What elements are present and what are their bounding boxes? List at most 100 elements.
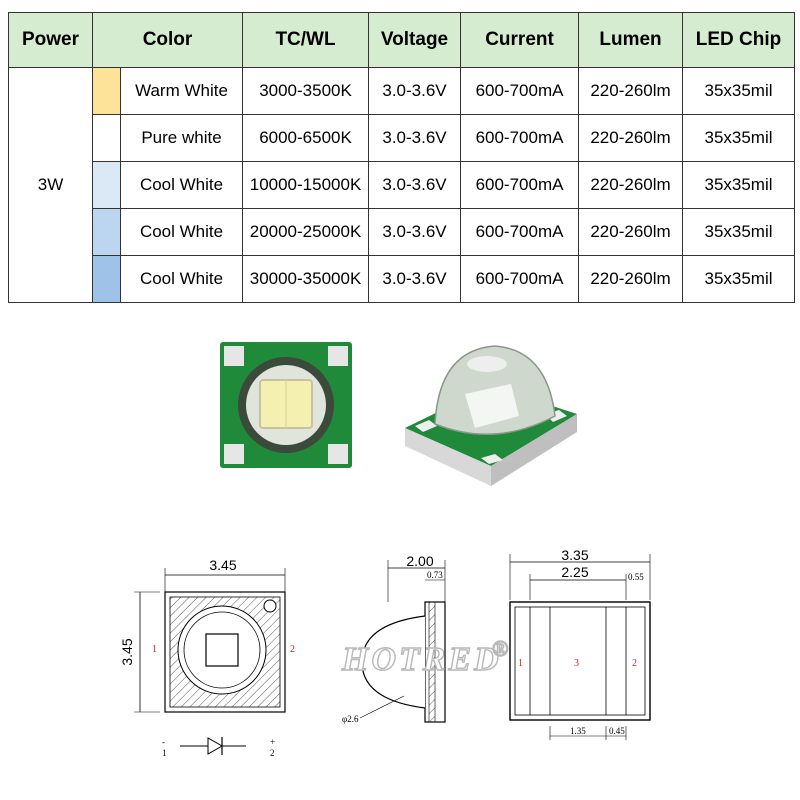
chip-outline bbox=[205, 633, 239, 667]
top-pin-2: 2 bbox=[290, 644, 295, 655]
side-hatch bbox=[428, 601, 436, 723]
led-chip-angled bbox=[465, 384, 519, 428]
corner-pad bbox=[328, 346, 348, 366]
swatch-fill bbox=[93, 162, 120, 208]
current-cell: 600-700mA bbox=[460, 255, 580, 303]
top-view-drawing: 3.45 3.45 1 2 bbox=[119, 557, 295, 713]
corner-pad bbox=[415, 420, 437, 432]
bottom-pad-label: 1.35 bbox=[570, 726, 586, 736]
tc-wl-cell: 20000-25000K bbox=[242, 208, 370, 256]
color-cell: Cool White bbox=[119, 208, 244, 256]
bottom-width-label: 3.35 bbox=[561, 547, 588, 563]
corner-pad bbox=[224, 444, 244, 464]
diode-plus: + bbox=[270, 737, 275, 747]
diode-pin-1: 1 bbox=[162, 748, 167, 758]
bottom-pin-1: 1 bbox=[518, 658, 523, 669]
voltage-cell: 3.0-3.6V bbox=[368, 161, 462, 209]
side-view-drawing: 2.00 0.73 φ2.6 bbox=[342, 553, 446, 724]
side-width-label: 2.00 bbox=[406, 553, 433, 569]
header-power: Power bbox=[8, 12, 93, 68]
swatch-fill bbox=[93, 115, 120, 161]
lens-highlight bbox=[467, 356, 507, 372]
voltage-cell: 3.0-3.6V bbox=[368, 114, 462, 162]
bottom-outline bbox=[509, 601, 651, 721]
header-lumen: Lumen bbox=[578, 12, 684, 68]
dimension-drawings: 3.45 3.45 1 2 - 1 + 2 2.00 0.73 bbox=[119, 547, 651, 758]
corner-pad bbox=[481, 454, 503, 464]
side-small-label: 0.73 bbox=[427, 570, 443, 580]
led-chip-cell: 35x35mil bbox=[682, 208, 796, 256]
bottom-inner-label: 2.25 bbox=[561, 564, 588, 580]
lens-inner-outline bbox=[183, 611, 261, 689]
top-height-label: 3.45 bbox=[119, 638, 135, 665]
tc-wl-cell: 30000-35000K bbox=[242, 255, 370, 303]
color-swatch bbox=[92, 255, 121, 303]
header-led-chip: LED Chip bbox=[682, 12, 796, 68]
lumen-cell: 220-260lm bbox=[578, 255, 684, 303]
lumen-cell: 220-260lm bbox=[578, 208, 684, 256]
side-dome bbox=[361, 615, 426, 709]
diode-minus: - bbox=[162, 737, 165, 747]
pcb-side-left bbox=[405, 428, 491, 486]
bottom-view-drawing: 3.35 2.25 0.55 1 3 2 1.35 0.45 bbox=[509, 547, 651, 740]
color-cell: Warm White bbox=[119, 67, 244, 115]
led-angled-view-photo bbox=[405, 345, 577, 486]
color-cell: Cool White bbox=[119, 255, 244, 303]
color-swatch bbox=[92, 208, 121, 256]
lumen-cell: 220-260lm bbox=[578, 114, 684, 162]
watermark-registered-mark: ® bbox=[492, 636, 511, 661]
current-cell: 600-700mA bbox=[460, 114, 580, 162]
swatch-fill bbox=[93, 209, 120, 255]
tc-wl-cell: 10000-15000K bbox=[242, 161, 370, 209]
current-cell: 600-700mA bbox=[460, 161, 580, 209]
header-color: Color bbox=[91, 12, 244, 68]
header-current: Current bbox=[460, 12, 580, 68]
tc-wl-cell: 6000-6500K bbox=[242, 114, 370, 162]
lumen-cell: 220-260lm bbox=[578, 161, 684, 209]
polarity-mark bbox=[263, 599, 277, 613]
pcb-side-right bbox=[491, 414, 577, 486]
voltage-cell: 3.0-3.6V bbox=[368, 208, 462, 256]
led-chip-cell: 35x35mil bbox=[682, 255, 796, 303]
package-outline bbox=[164, 591, 286, 713]
led-chip-cell: 35x35mil bbox=[682, 114, 796, 162]
color-cell: Pure white bbox=[119, 114, 244, 162]
power-cell: 3W bbox=[8, 67, 93, 303]
color-swatch bbox=[92, 67, 121, 115]
diode-symbol: - 1 + 2 bbox=[162, 737, 275, 758]
spec-table: Power Color TC/WL Voltage Current Lumen … bbox=[8, 12, 796, 303]
bottom-inner-outline bbox=[514, 606, 646, 716]
side-dome-diameter: φ2.6 bbox=[342, 714, 359, 724]
top-pin-1: 1 bbox=[152, 644, 157, 655]
bottom-gap-label: 0.45 bbox=[609, 726, 625, 736]
color-swatch bbox=[92, 161, 121, 209]
table-header-row: Power Color TC/WL Voltage Current Lumen … bbox=[8, 12, 796, 68]
watermark-text: HOTRED bbox=[341, 641, 502, 678]
current-cell: 600-700mA bbox=[460, 67, 580, 115]
corner-pad bbox=[328, 444, 348, 464]
bottom-pin-2: 2 bbox=[632, 658, 637, 669]
color-swatch bbox=[92, 114, 121, 162]
bottom-small-label: 0.55 bbox=[628, 572, 644, 582]
led-chip-cell: 35x35mil bbox=[682, 67, 796, 115]
led-chip-cell: 35x35mil bbox=[682, 161, 796, 209]
voltage-cell: 3.0-3.6V bbox=[368, 255, 462, 303]
voltage-cell: 3.0-3.6V bbox=[368, 67, 462, 115]
led-top-view-photo bbox=[220, 342, 352, 468]
corner-pad bbox=[224, 346, 244, 366]
header-voltage: Voltage bbox=[368, 12, 462, 68]
color-cell: Cool White bbox=[119, 161, 244, 209]
tc-wl-cell: 3000-3500K bbox=[242, 67, 370, 115]
lumen-cell: 220-260lm bbox=[578, 67, 684, 115]
swatch-fill bbox=[93, 68, 120, 114]
swatch-fill bbox=[93, 256, 120, 302]
current-cell: 600-700mA bbox=[460, 208, 580, 256]
header-tc-wl: TC/WL bbox=[242, 12, 370, 68]
bottom-pin-3: 3 bbox=[574, 658, 579, 669]
diode-pin-2: 2 bbox=[270, 748, 275, 758]
